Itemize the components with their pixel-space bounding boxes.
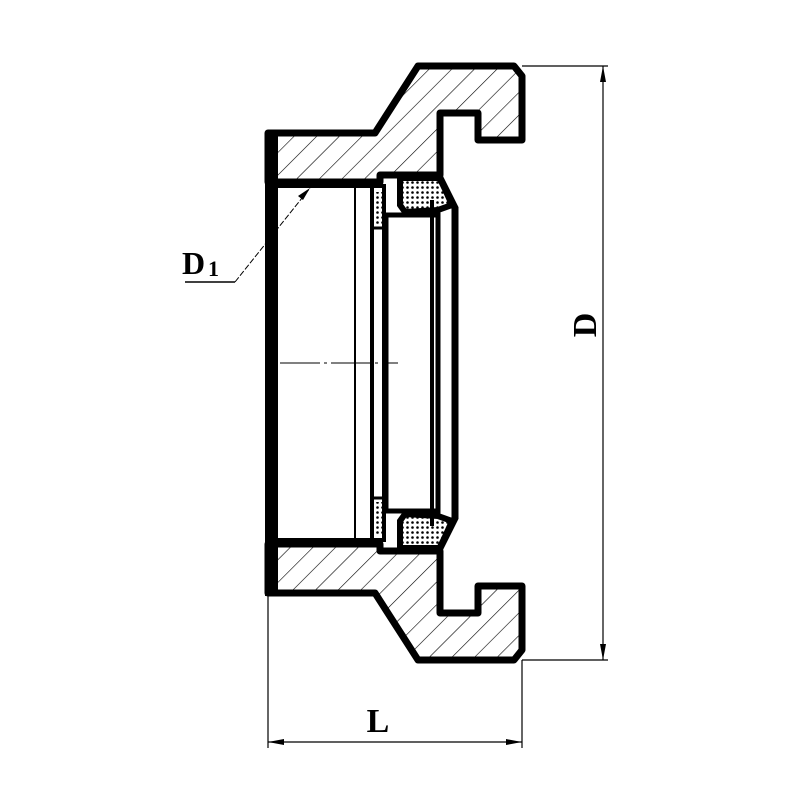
seal-upper (397, 175, 457, 216)
seal-lower (397, 510, 457, 551)
dimension-D1-leader (185, 187, 311, 283)
body-left-wall (265, 133, 278, 596)
dimension-L (267, 596, 523, 748)
label-D1: D (182, 245, 205, 281)
label-D: D (567, 313, 604, 338)
label-D1-subscript: 1 (208, 256, 219, 281)
label-L: L (367, 703, 390, 740)
body-section-lower (264, 540, 526, 664)
body-section-upper (264, 62, 526, 186)
dimension-D (522, 65, 608, 661)
